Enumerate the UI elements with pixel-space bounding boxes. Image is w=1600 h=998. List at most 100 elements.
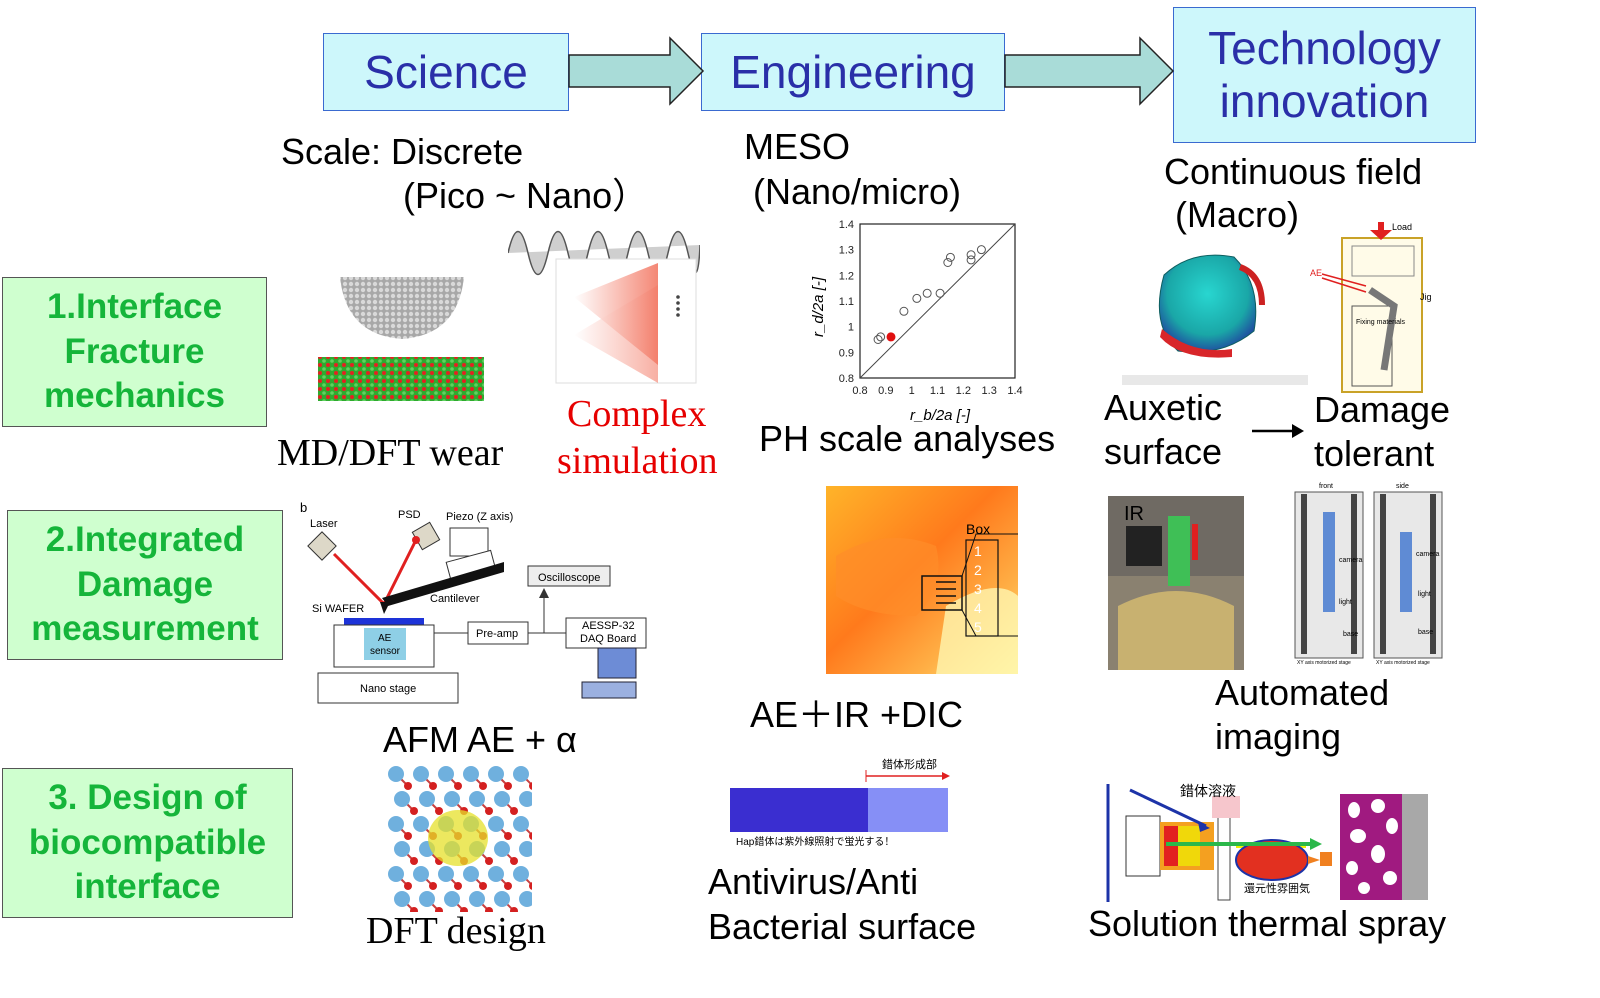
caption-afm-ae: AFM AE + α	[383, 719, 577, 760]
data-point	[922, 288, 932, 298]
solution-spray-diagram: 錯体溶液 還元性雰囲気	[1106, 783, 1428, 902]
arrow-science-to-engineering	[568, 36, 705, 106]
side-camera-rig-photo: side camera light base XY axis motorized…	[1373, 483, 1443, 666]
svg-text:Oscilloscope: Oscilloscope	[538, 572, 600, 584]
atom-o	[454, 782, 462, 790]
svg-text:front: front	[1319, 483, 1333, 490]
atom-o	[504, 782, 512, 790]
atom-ca	[488, 766, 504, 782]
data-point	[966, 250, 976, 260]
caption-complex-line2: simulation	[557, 440, 718, 482]
ir-thermal-image: Box 1 2 3 4 5	[826, 486, 1018, 674]
atom-o	[404, 782, 412, 790]
svg-text:camera: camera	[1416, 551, 1439, 558]
atom-o	[510, 807, 518, 815]
atom-o	[460, 907, 468, 912]
svg-text:AE: AE	[378, 633, 392, 644]
atom-o	[435, 907, 443, 912]
svg-text:錯体形成部: 錯体形成部	[882, 757, 937, 771]
atom-ca	[444, 891, 460, 907]
atom-o	[510, 907, 518, 912]
atom-o	[529, 832, 532, 840]
atom-ca	[419, 891, 435, 907]
data-point	[945, 252, 955, 262]
data-point	[876, 332, 886, 342]
svg-text:Box: Box	[966, 521, 990, 537]
svg-text:2: 2	[974, 562, 982, 578]
caption-ae-ir-dic: AE＋IR +DIC	[750, 694, 964, 735]
atom-o	[404, 832, 412, 840]
diagonal-line	[859, 223, 1016, 379]
caption-antivirus-line2: Bacterial surface	[708, 906, 977, 947]
data-point	[935, 288, 945, 298]
svg-text:Jig: Jig	[1420, 292, 1432, 302]
ir-setup-photo: IR	[1108, 496, 1244, 670]
scale-engineering-line2: (Nano/micro)	[753, 171, 962, 212]
atom-ca	[519, 841, 532, 857]
arrow-auxetic-to-damage	[1252, 424, 1304, 438]
row-2-integrated-damage: 2.Integrated Damage measurement	[7, 510, 283, 660]
y-tick-label: 1.3	[839, 245, 854, 257]
atom-ca	[494, 841, 510, 857]
row-1-line1: 1.Interface	[46, 287, 223, 327]
row-2-line2: Damage	[76, 564, 214, 604]
atom-o	[454, 882, 462, 890]
svg-text:還元性雰囲気: 還元性雰囲気	[1244, 881, 1310, 895]
atom-ca	[413, 816, 429, 832]
caption-automated-line2: imaging	[1215, 716, 1342, 757]
caption-auxetic-line1: Auxetic	[1104, 387, 1223, 428]
complex-simulation-image	[508, 231, 700, 384]
atom-ca	[394, 841, 410, 857]
atom-ca	[469, 891, 485, 907]
atom-o	[404, 882, 412, 890]
atom-o	[410, 907, 418, 912]
atom-ca	[413, 866, 429, 882]
fade-band-lower	[574, 285, 658, 383]
y-tick-label: 1.2	[839, 270, 854, 282]
caption-ph-scale: PH scale analyses	[759, 418, 1056, 459]
row-3-line2: biocompatible	[28, 822, 267, 862]
front-camera-rig-photo: front camera light base XY axis motorize…	[1294, 483, 1364, 666]
scale-engineering-line1: MESO	[744, 126, 851, 167]
svg-text:Piezo (Z axis): Piezo (Z axis)	[446, 511, 513, 523]
afm-ae-diagram: b Laser PSD Piezo (Z axis) Cantilever Si…	[300, 500, 647, 704]
row-1-interface-fracture: 1.Interface Fracture mechanics	[2, 277, 267, 427]
svg-text:IR: IR	[1124, 503, 1144, 525]
atom-ca	[469, 791, 485, 807]
atom-ca	[494, 791, 510, 807]
data-point	[912, 293, 922, 303]
svg-text:base: base	[1343, 631, 1358, 638]
row-3-line3: interface	[74, 867, 221, 907]
indenter-hemisphere	[340, 277, 464, 339]
svg-text:side: side	[1396, 483, 1409, 490]
scale-science-line1: Scale: Discrete	[281, 131, 524, 172]
svg-text:Si WAFER: Si WAFER	[312, 603, 364, 615]
dft-crystal-image	[384, 762, 532, 912]
atom-o	[529, 882, 532, 890]
svg-text:light: light	[1418, 591, 1431, 598]
data-point	[943, 258, 953, 267]
atom-o	[479, 882, 487, 890]
atom-o	[504, 882, 512, 890]
caption-damage-line1: Damage	[1314, 389, 1451, 430]
svg-text:錯体溶液: 錯体溶液	[1180, 783, 1236, 799]
y-tick-label: 0.8	[839, 373, 854, 385]
row-1-line2: Fracture	[64, 331, 205, 371]
y-tick-label: 1.1	[839, 296, 854, 308]
caption-solution-spray: Solution thermal spray	[1088, 903, 1447, 944]
svg-text:b: b	[300, 500, 307, 515]
svg-text:PSD: PSD	[398, 509, 421, 521]
caption-dft-design: DFT design	[366, 910, 546, 952]
scale-science-line2: (Pico ~ Nano）	[403, 175, 649, 216]
plot-xlabel: r_b/2a [-]	[910, 407, 971, 424]
x-tick-label: 1.3	[982, 385, 997, 397]
atom-ca	[488, 816, 504, 832]
x-tick-label: 1.2	[956, 385, 971, 397]
svg-text:base: base	[1418, 629, 1433, 636]
substrate-atoms	[318, 357, 484, 401]
x-tick-label: 0.8	[852, 385, 867, 397]
damage-tolerant-image: Load AE Jig Fixing materials	[1310, 222, 1432, 393]
svg-text:Cantilever: Cantilever	[430, 593, 480, 605]
x-tick-label: 1.4	[1007, 385, 1022, 397]
